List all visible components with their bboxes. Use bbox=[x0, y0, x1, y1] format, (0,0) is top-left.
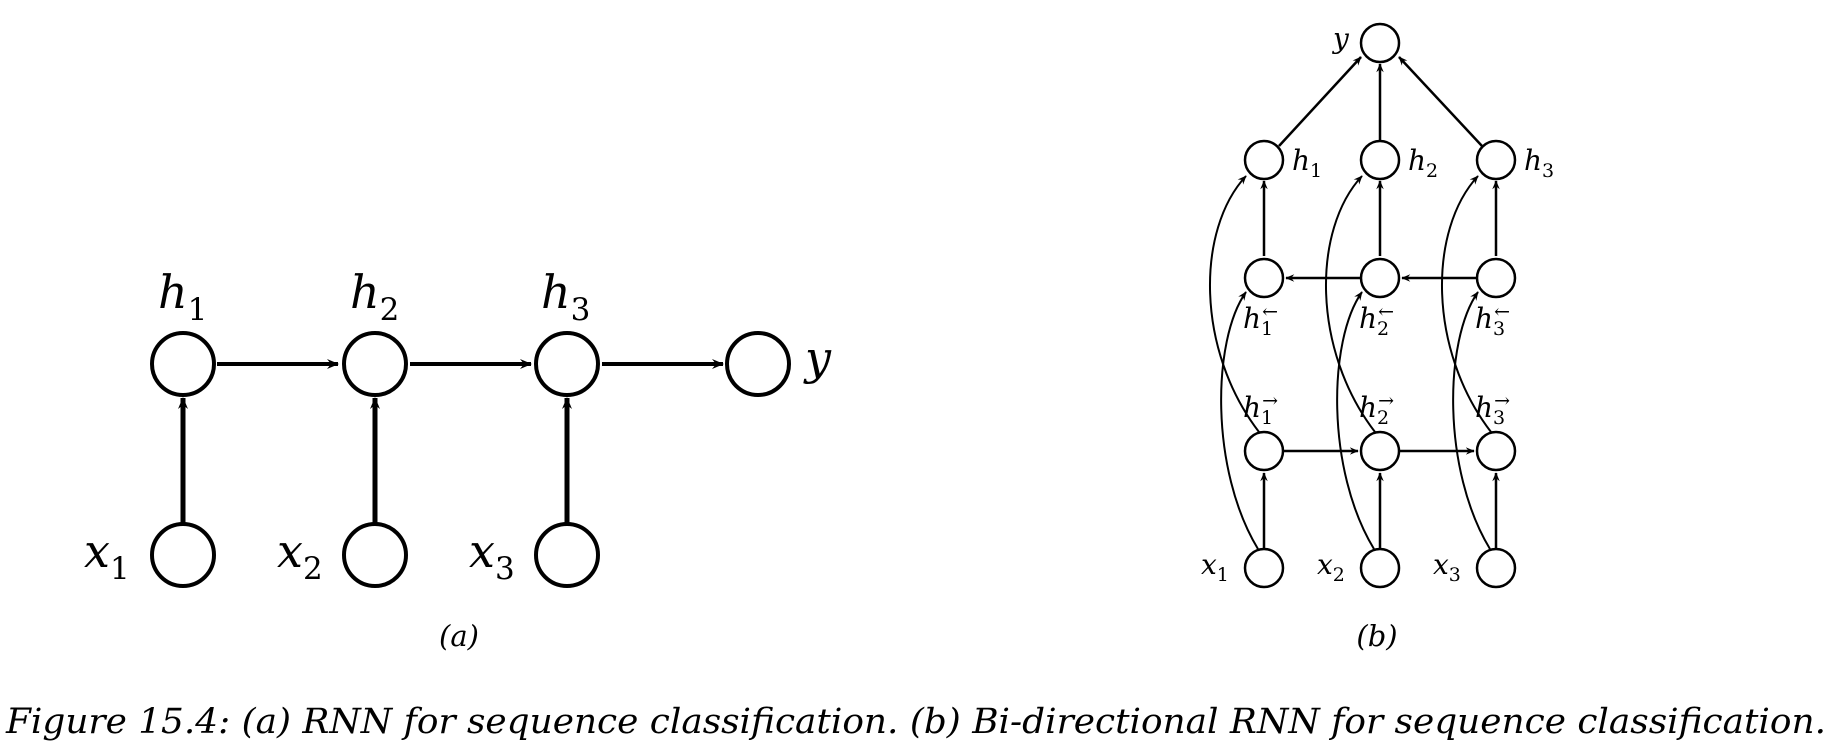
panel-b-birnn bbox=[1209, 22, 1517, 589]
panel-b-labels: y h1 h2 h3 h1← h2← h3← h1→ h2→ h3→ x1 x2… bbox=[1201, 22, 1554, 653]
edge-f2-h2-curve bbox=[1325, 175, 1376, 433]
node-b-x3 bbox=[1475, 547, 1517, 589]
node-b-back3 bbox=[1475, 257, 1517, 299]
edge-h1-y bbox=[1278, 56, 1362, 147]
node-b-fwd3 bbox=[1475, 430, 1517, 472]
label-x1: x1 bbox=[84, 524, 130, 587]
sublabel-b: (b) bbox=[1356, 619, 1397, 653]
node-b-fwd1 bbox=[1243, 430, 1285, 472]
label-b-x3: x3 bbox=[1433, 548, 1461, 586]
label-x2: x2 bbox=[277, 524, 323, 587]
node-b-x2 bbox=[1359, 547, 1401, 589]
node-b-back1 bbox=[1243, 257, 1285, 299]
label-b-back3: h3← bbox=[1475, 301, 1510, 340]
label-y: y bbox=[803, 331, 832, 385]
label-b-fwd1: h1→ bbox=[1243, 390, 1278, 429]
edge-x3-b3-curve bbox=[1452, 291, 1491, 550]
label-h1: h1 bbox=[158, 265, 207, 328]
node-b-x1 bbox=[1243, 547, 1285, 589]
node-b-h2 bbox=[1359, 139, 1401, 181]
label-b-y: y bbox=[1331, 22, 1350, 55]
label-h2: h2 bbox=[350, 265, 399, 328]
label-b-h1: h1 bbox=[1292, 144, 1322, 182]
node-x2 bbox=[342, 522, 408, 588]
label-b-h2: h2 bbox=[1408, 144, 1438, 182]
node-h1 bbox=[150, 331, 216, 397]
label-b-x1: x1 bbox=[1201, 548, 1229, 586]
label-b-x2: x2 bbox=[1317, 548, 1345, 586]
node-b-y bbox=[1359, 22, 1401, 64]
node-x3 bbox=[534, 522, 600, 588]
node-h2 bbox=[342, 331, 408, 397]
node-b-h1 bbox=[1243, 139, 1285, 181]
edge-f3-h3-curve bbox=[1441, 175, 1492, 433]
edge-f1-h1-curve bbox=[1209, 175, 1260, 433]
label-b-h3: h3 bbox=[1524, 144, 1554, 182]
label-x3: x3 bbox=[469, 524, 515, 587]
label-h3: h3 bbox=[541, 265, 590, 328]
edge-x2-b2-curve bbox=[1336, 291, 1375, 550]
node-b-fwd2 bbox=[1359, 430, 1401, 472]
edge-x1-b1-curve bbox=[1220, 291, 1259, 550]
label-b-fwd2: h2→ bbox=[1359, 390, 1394, 429]
node-y bbox=[725, 331, 791, 397]
label-b-fwd3: h3→ bbox=[1475, 390, 1510, 429]
node-b-back2 bbox=[1359, 257, 1401, 299]
label-b-back1: h1← bbox=[1243, 301, 1278, 340]
node-b-h3 bbox=[1475, 139, 1517, 181]
node-h3 bbox=[534, 331, 600, 397]
figure-caption: Figure 15.4: (a) RNN for sequence classi… bbox=[5, 702, 1826, 742]
sublabel-a: (a) bbox=[439, 619, 479, 653]
node-x1 bbox=[150, 522, 216, 588]
label-b-back2: h2← bbox=[1359, 301, 1394, 340]
edge-h3-y bbox=[1398, 56, 1483, 147]
panel-a-rnn: h1 h2 h3 y x1 x2 x3 (a) bbox=[84, 265, 832, 653]
